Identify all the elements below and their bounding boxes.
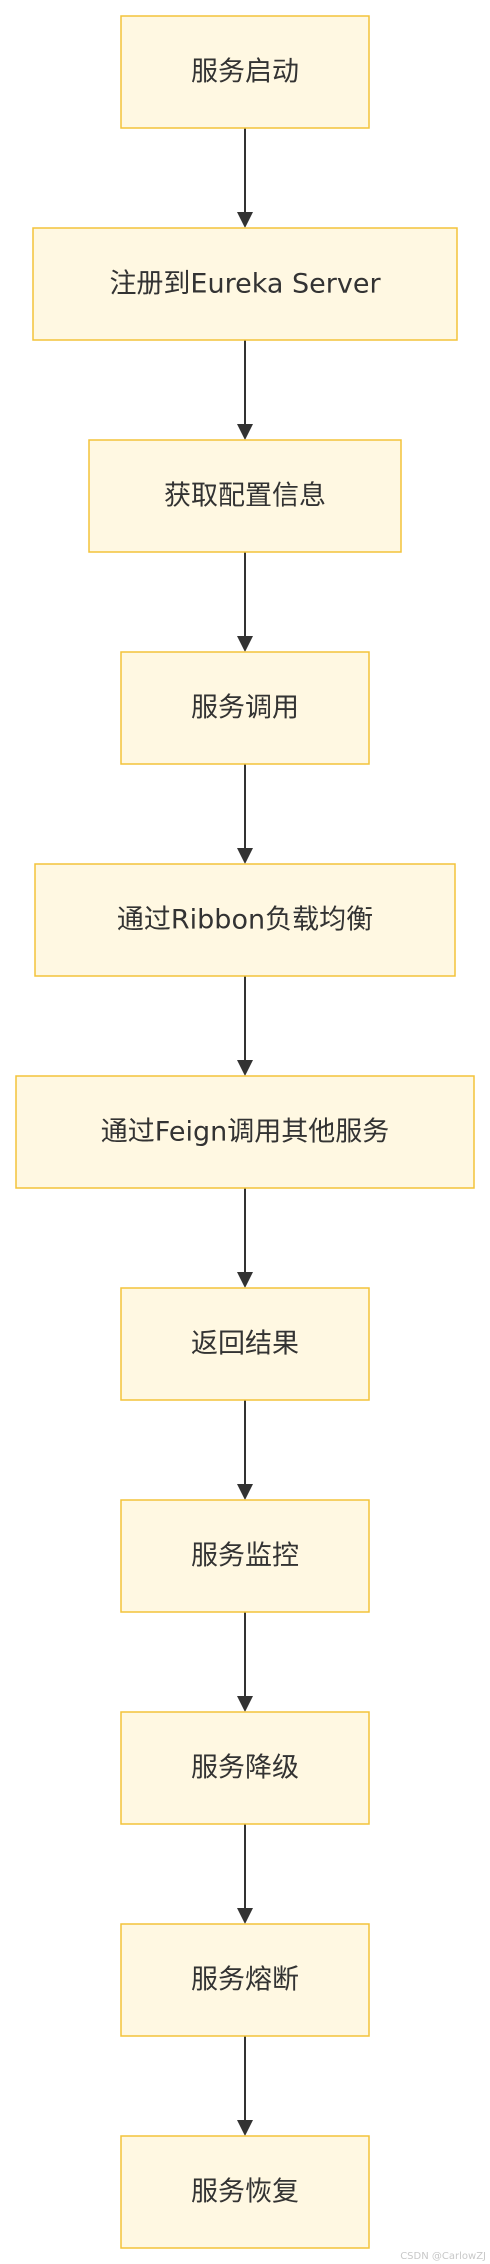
flow-arrow [237, 552, 253, 652]
arrow-head [237, 1484, 253, 1500]
arrow-head [237, 636, 253, 652]
flow-step-2: 注册到Eureka Server [32, 227, 458, 341]
flow-step-1: 服务启动 [120, 15, 370, 129]
flow-step-box [120, 1923, 370, 2037]
arrow-head [237, 1060, 253, 1076]
flow-step-label: 服务熔断 [191, 1965, 299, 1996]
watermark: CSDN @CarlowZJ [400, 2251, 486, 2262]
flow-step-6: 通过Feign调用其他服务 [15, 1075, 475, 1189]
flow-step-label: 服务调用 [191, 693, 299, 724]
flow-arrow [237, 2036, 253, 2136]
flow-step-label: 通过Feign调用其他服务 [101, 1117, 389, 1148]
flow-step-box [15, 1075, 475, 1189]
flow-step-box [120, 651, 370, 765]
flow-step-label: 服务启动 [191, 57, 299, 88]
flow-step-label: 获取配置信息 [164, 481, 326, 512]
flow-step-11: 服务恢复 [120, 2135, 370, 2249]
flow-step-label: 通过Ribbon负载均衡 [117, 905, 373, 936]
flow-step-box [34, 863, 456, 977]
flow-step-label: 返回结果 [191, 1329, 299, 1360]
flow-arrow [237, 128, 253, 228]
flow-step-7: 返回结果 [120, 1287, 370, 1401]
flow-step-4: 服务调用 [120, 651, 370, 765]
flow-step-box [120, 2135, 370, 2249]
flow-step-box [32, 227, 458, 341]
flow-arrow [237, 1400, 253, 1500]
arrow-head [237, 212, 253, 228]
flow-arrow [237, 340, 253, 440]
flow-step-label: 服务监控 [191, 1541, 299, 1572]
flow-step-label: 服务恢复 [191, 2177, 299, 2208]
flow-step-label: 注册到Eureka Server [109, 269, 381, 300]
flow-step-box [88, 439, 402, 553]
arrow-head [237, 848, 253, 864]
flow-arrow [237, 1824, 253, 1924]
arrow-head [237, 1908, 253, 1924]
arrow-head [237, 1696, 253, 1712]
flow-step-box [120, 15, 370, 129]
flow-step-3: 获取配置信息 [88, 439, 402, 553]
flow-step-box [120, 1711, 370, 1825]
flow-arrows [237, 128, 253, 2136]
flow-arrow [237, 1612, 253, 1712]
flow-arrow [237, 764, 253, 864]
flow-step-label: 服务降级 [191, 1753, 299, 1784]
flow-arrow [237, 976, 253, 1076]
arrow-head [237, 1272, 253, 1288]
flow-step-box [120, 1287, 370, 1401]
flow-step-10: 服务熔断 [120, 1923, 370, 2037]
flow-step-5: 通过Ribbon负载均衡 [34, 863, 456, 977]
flow-step-9: 服务降级 [120, 1711, 370, 1825]
arrow-head [237, 424, 253, 440]
flow-arrow [237, 1188, 253, 1288]
flow-step-8: 服务监控 [120, 1499, 370, 1613]
arrow-head [237, 2120, 253, 2136]
flow-step-box [120, 1499, 370, 1613]
